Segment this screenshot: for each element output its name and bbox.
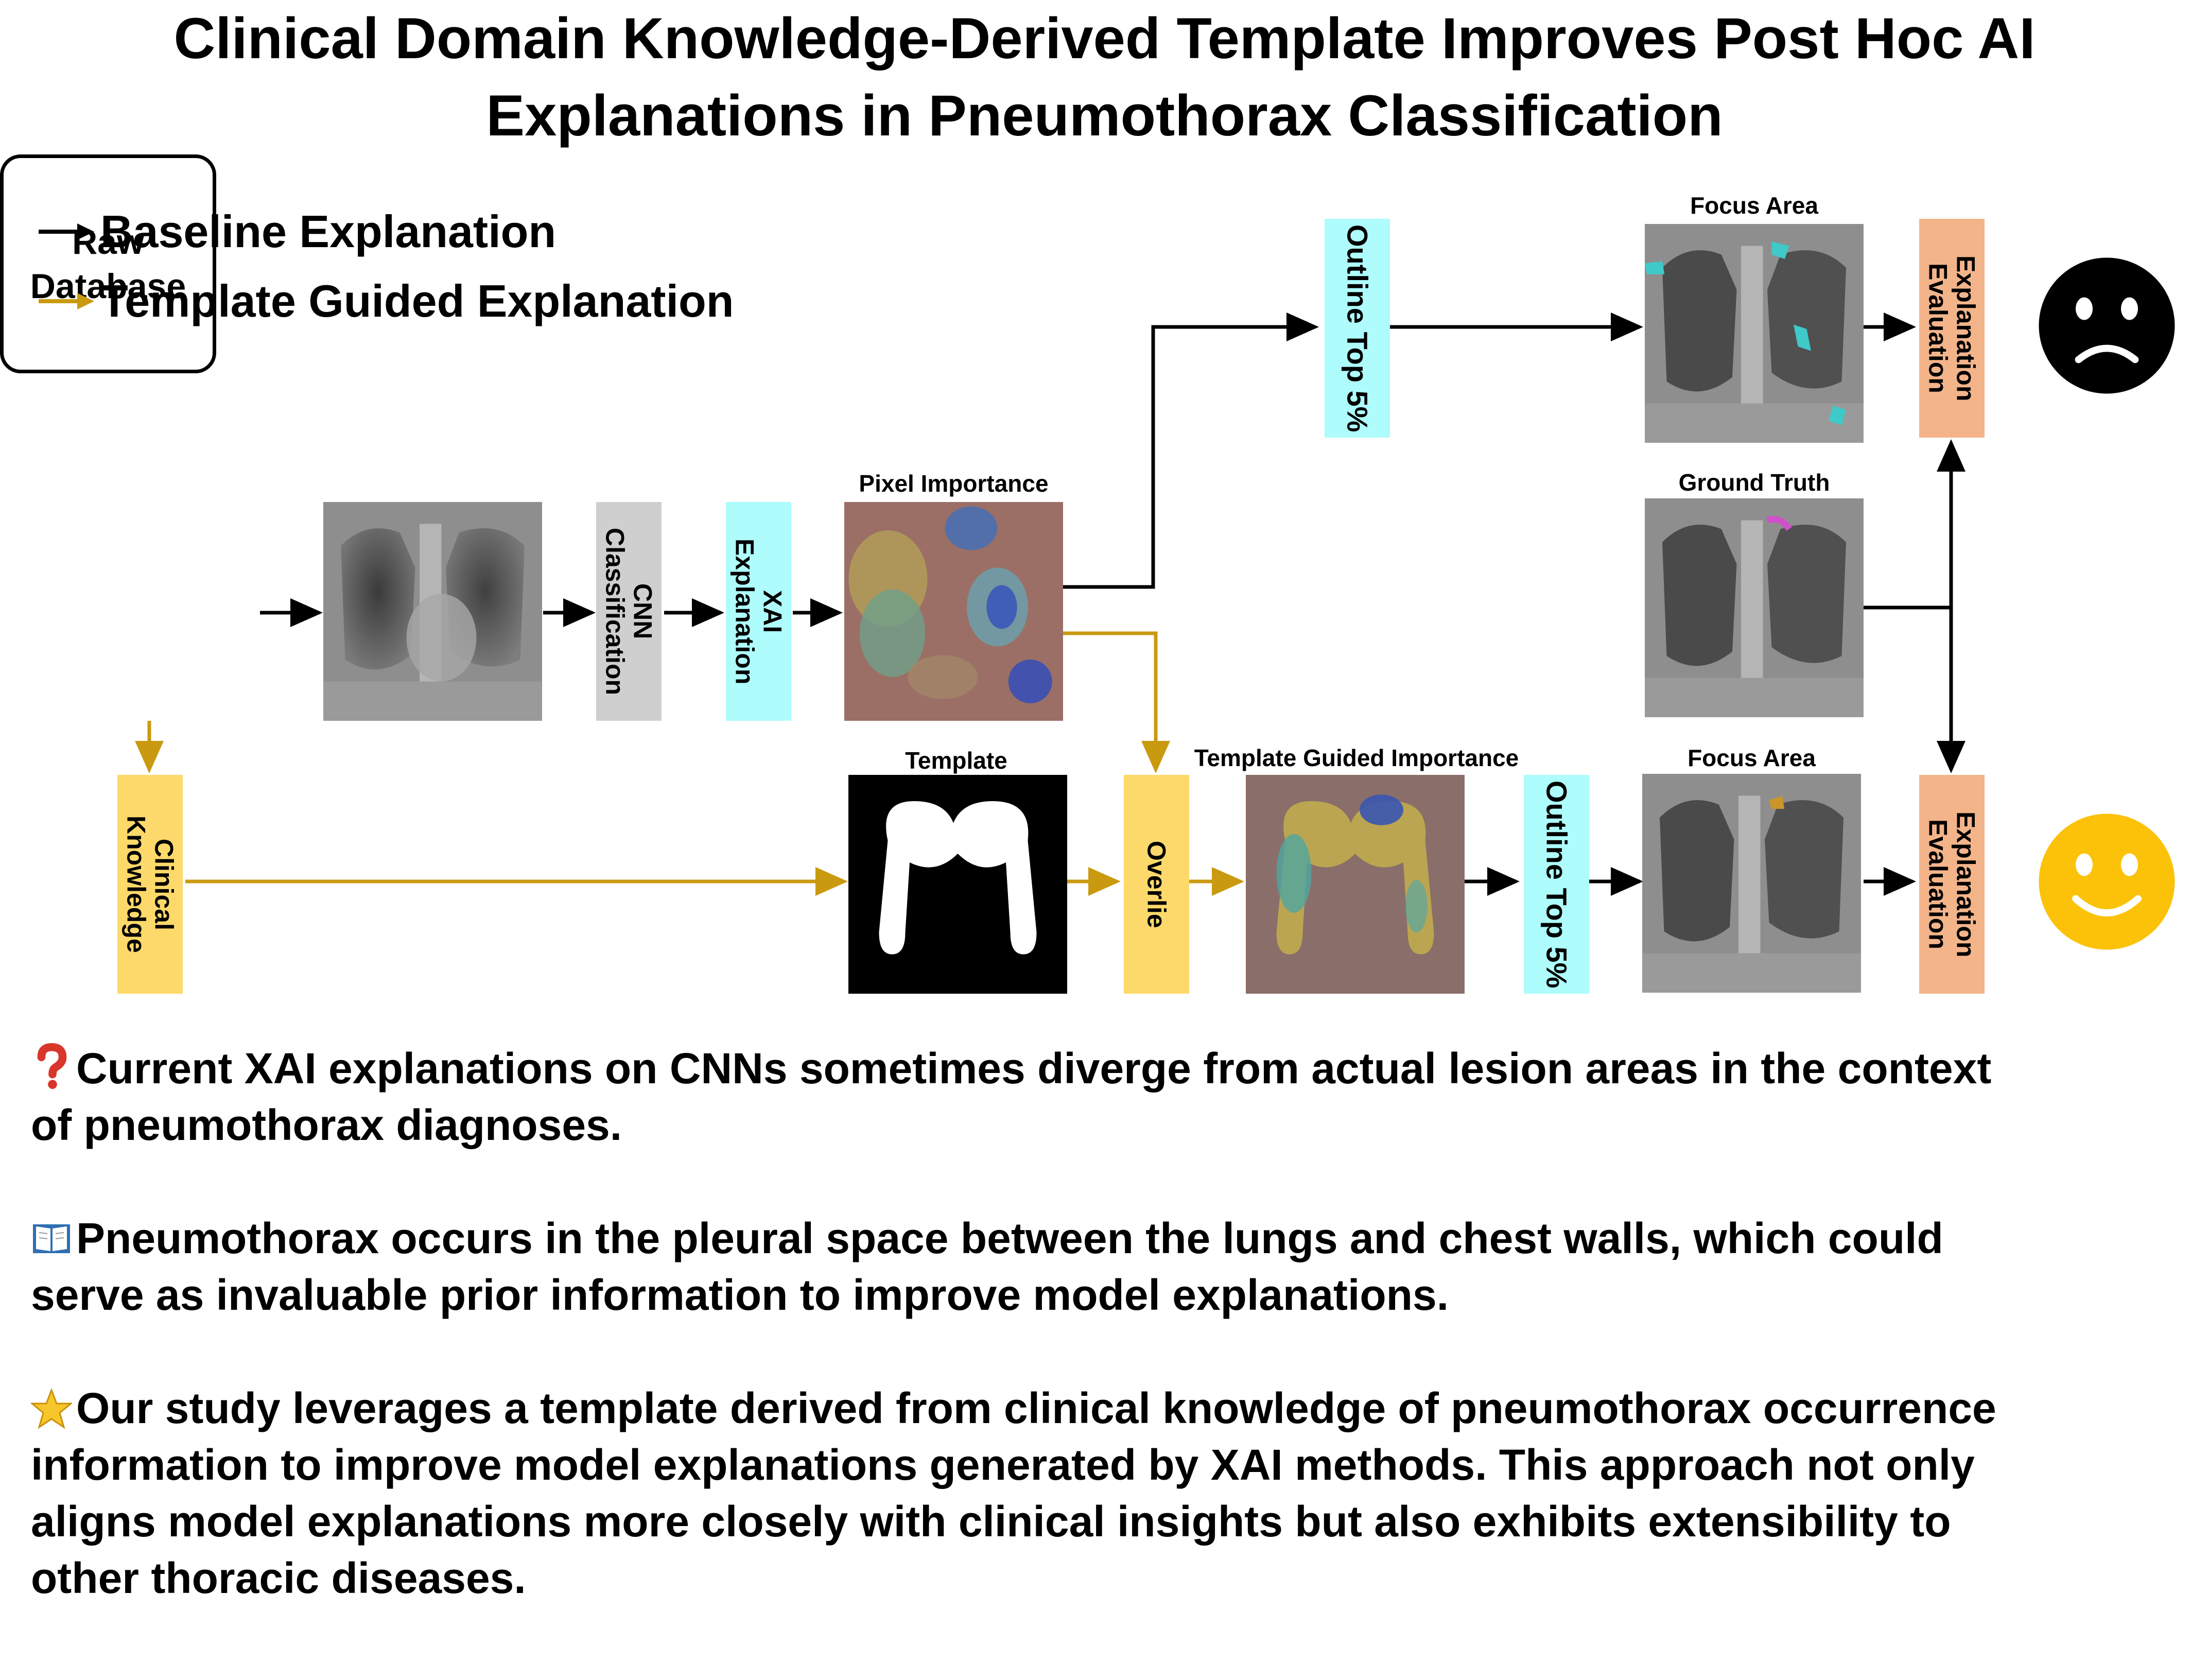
study-line-2: information to improve model explanation… xyxy=(31,1441,1975,1489)
legend-baseline-label: Baseline Explanation xyxy=(100,206,556,257)
xai-explanation-box: XAI Explanation xyxy=(726,502,791,721)
focus-area-caption-template: Focus Area xyxy=(1688,744,1816,771)
paragraph-study: Our study leverages a template derived f… xyxy=(29,1380,2193,1606)
title-line-1: Clinical Domain Knowledge-Derived Templa… xyxy=(173,6,2036,71)
study-line-4: other thoracic diseases. xyxy=(31,1554,526,1602)
legend-baseline: Baseline Explanation xyxy=(39,203,556,260)
focus-area-image-template xyxy=(1642,774,1861,993)
focus-area-image-baseline xyxy=(1645,224,1864,443)
outline-top-5-label-template: Outline Top 5% xyxy=(1540,780,1573,989)
outline-top-5-label-baseline: Outline Top 5% xyxy=(1341,224,1374,432)
explanation-evaluation-label-baseline: Explanation Evaluation xyxy=(1923,255,1980,402)
overlie-box: Overlie xyxy=(1124,775,1189,994)
clinical-knowledge-label: Clinical Knowledge xyxy=(121,816,179,953)
star-icon xyxy=(29,1386,74,1432)
arrow-pixel-to-overlie xyxy=(1063,631,1170,773)
poster-title: Clinical Domain Knowledge-Derived Templa… xyxy=(0,0,2209,154)
explanation-evaluation-box-template: Explanation Evaluation xyxy=(1919,775,1985,994)
xai-explanation-label: XAI Explanation xyxy=(730,538,787,685)
legend-template-guided: Template Guided Explanation xyxy=(39,273,734,330)
explanation-evaluation-label-template: Explanation Evaluation xyxy=(1923,811,1980,958)
template-guided-importance-caption: Template Guided Importance xyxy=(1194,744,1519,771)
gold-arrow-icon xyxy=(39,293,94,309)
knowledge-line-2: serve as invaluable prior information to… xyxy=(31,1271,1449,1319)
question-mark-icon xyxy=(31,1043,72,1089)
raw-database-box: Raw Database xyxy=(0,154,216,373)
pixel-importance-caption: Pixel Importance xyxy=(859,470,1049,497)
legend-template-guided-label: Template Guided Explanation xyxy=(100,275,734,326)
happy-face-icon xyxy=(2036,811,2178,952)
ground-truth-caption: Ground Truth xyxy=(1678,469,1830,496)
template-guided-importance-heatmap xyxy=(1246,775,1465,994)
chest-xray-image xyxy=(323,502,542,721)
ground-truth-image xyxy=(1645,498,1864,717)
title-line-2: Explanations in Pneumothorax Classificat… xyxy=(486,83,1723,148)
book-icon xyxy=(31,1216,72,1262)
outline-top-5-box-template: Outline Top 5% xyxy=(1524,775,1589,994)
cnn-classification-box: CNN Classification xyxy=(596,502,662,721)
pixel-importance-heatmap xyxy=(844,502,1063,721)
black-arrow-icon xyxy=(39,223,94,240)
outline-top-5-box-baseline: Outline Top 5% xyxy=(1325,219,1390,438)
template-mask-image xyxy=(848,775,1067,994)
problem-line-1: Current XAI explanations on CNNs sometim… xyxy=(76,1044,1992,1093)
overlie-label: Overlie xyxy=(1142,840,1171,928)
knowledge-line-1: Pneumothorax occurs in the pleural space… xyxy=(76,1214,1943,1262)
cnn-classification-label: CNN Classification xyxy=(600,527,657,696)
paragraph-problem: Current XAI explanations on CNNs sometim… xyxy=(31,1040,2193,1153)
arrow-pixel-to-outline xyxy=(1063,313,1319,589)
focus-area-caption-baseline: Focus Area xyxy=(1690,192,1818,219)
sad-face-icon xyxy=(2036,255,2178,396)
study-line-3: aligns model explanations more closely w… xyxy=(31,1497,1951,1546)
clinical-knowledge-box: Clinical Knowledge xyxy=(117,775,183,994)
template-caption: Template xyxy=(905,747,1007,774)
explanation-evaluation-box-baseline: Explanation Evaluation xyxy=(1919,219,1985,438)
paragraph-knowledge: Pneumothorax occurs in the pleural space… xyxy=(31,1210,2193,1323)
study-line-1: Our study leverages a template derived f… xyxy=(76,1384,1996,1432)
problem-line-2: of pneumothorax diagnoses. xyxy=(31,1101,622,1149)
